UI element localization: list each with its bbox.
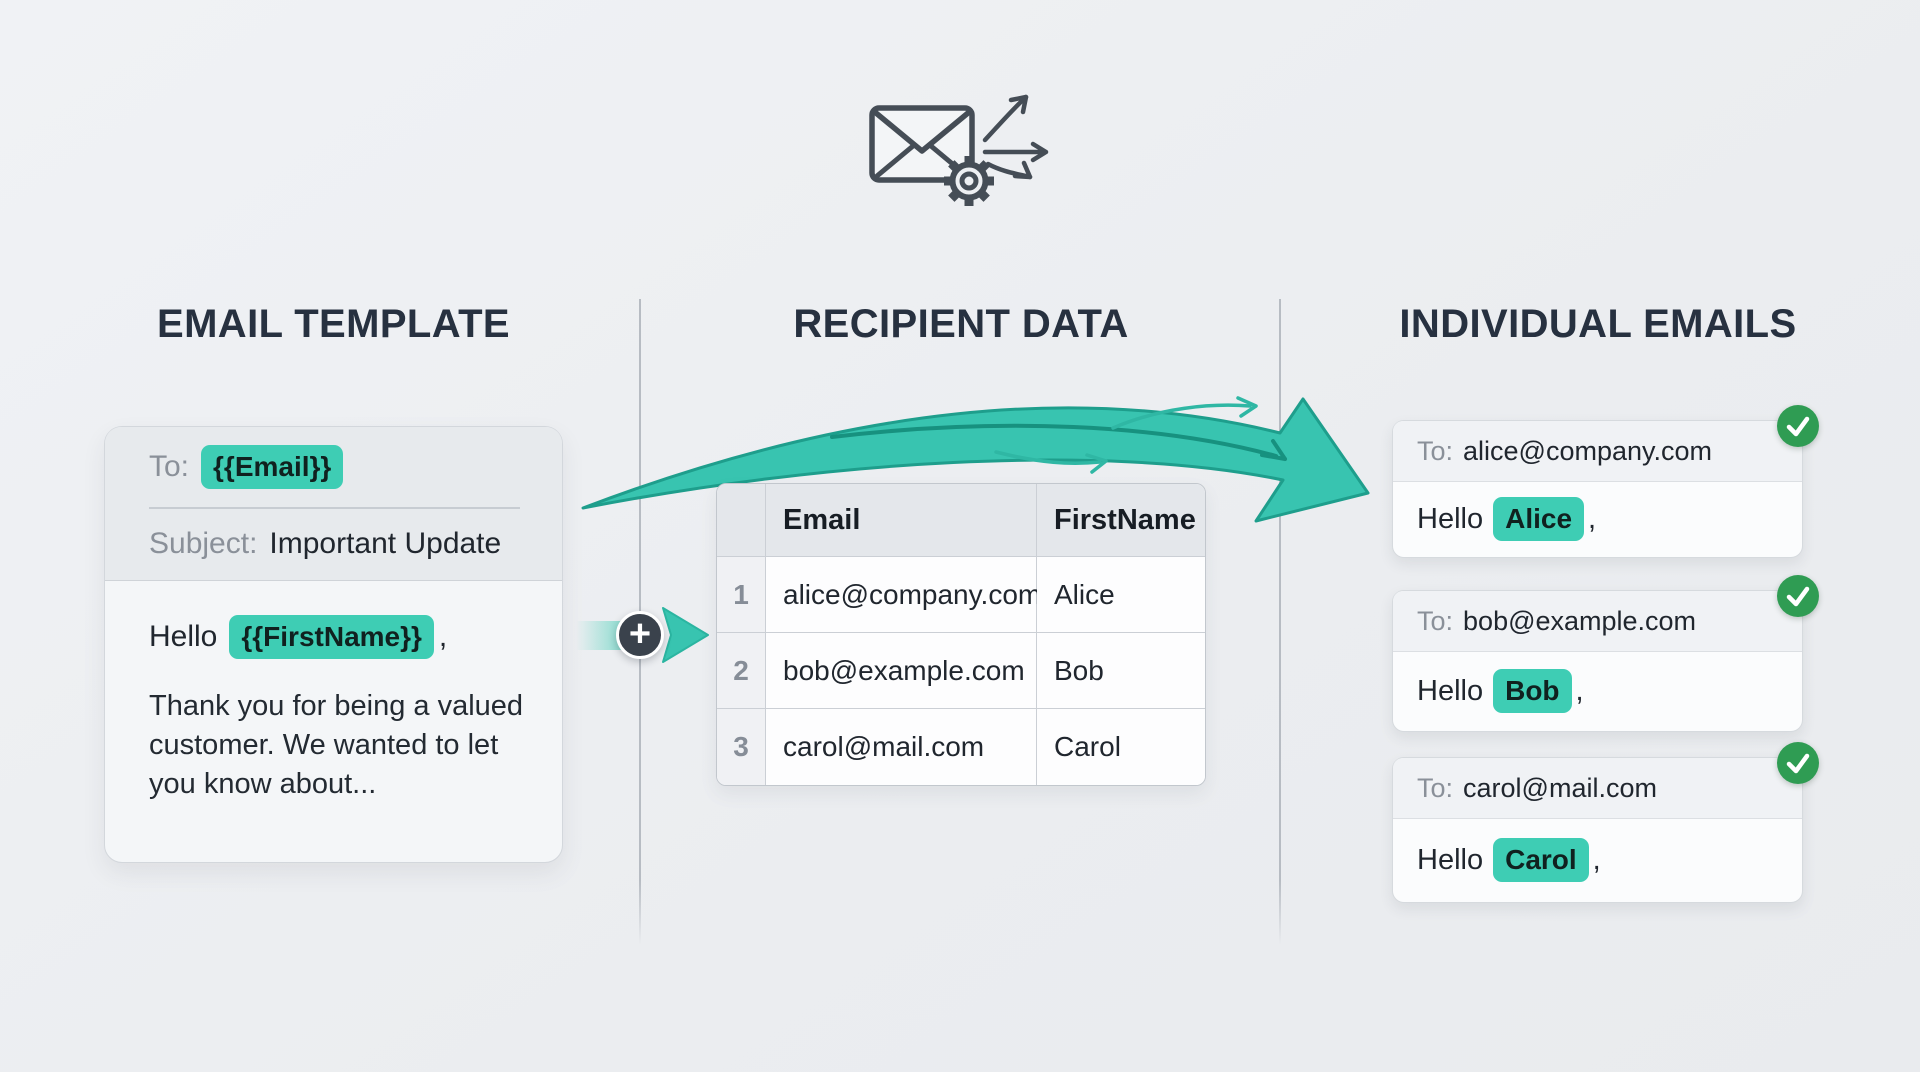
envelope-icon	[869, 105, 975, 183]
merge-connector-arrow-icon	[662, 607, 709, 663]
merged-name-chip: Alice	[1493, 497, 1585, 542]
check-icon	[1777, 742, 1819, 784]
template-section-heading: EMAIL TEMPLATE	[156, 302, 510, 346]
recipients-section-heading: RECIPIENT DATA	[793, 302, 1129, 346]
greeting-prefix: Hello	[1417, 674, 1484, 707]
inner-flow-arrow	[830, 423, 1287, 461]
row-number: 1	[717, 557, 766, 633]
table-cell-firstname: Alice	[1037, 557, 1205, 633]
table-cell-firstname: Bob	[1037, 633, 1205, 709]
recipient-address: alice@company.com	[1463, 435, 1713, 466]
table-cell-email: alice@company.com	[766, 557, 1041, 633]
individual-email-card: To: carol@mail.com Hello Carol ,	[1392, 742, 1819, 903]
to-label: To:	[149, 450, 190, 483]
accent-arrow-lower	[994, 450, 1108, 474]
column-divider-right	[1279, 299, 1281, 945]
to-label: To:	[1417, 435, 1454, 466]
subject-label: Subject:	[149, 527, 258, 560]
to-label: To:	[1417, 772, 1454, 803]
template-header-separator	[149, 507, 520, 509]
greeting-prefix: Hello	[149, 620, 218, 653]
row-number: 3	[717, 709, 766, 785]
recipient-data-table: Email FirstName 1 alice@company.com Alic…	[716, 483, 1206, 786]
template-body-text: Thank you for being a valued customer. W…	[149, 690, 524, 800]
firstname-placeholder-chip: {{FirstName}}	[229, 615, 434, 659]
to-label: To:	[1417, 605, 1454, 636]
merged-name-chip: Carol	[1493, 838, 1589, 883]
subject-value: Important Update	[269, 527, 502, 560]
merge-fade-tail	[576, 621, 623, 650]
greeting-suffix: ,	[1588, 502, 1597, 535]
check-icon	[1777, 575, 1819, 617]
table-header-firstname: FirstName	[1037, 484, 1205, 557]
check-icon	[1777, 405, 1819, 447]
greeting-prefix: Hello	[1417, 843, 1484, 876]
greeting-suffix: ,	[1592, 843, 1601, 876]
table-cell-email: carol@mail.com	[766, 709, 1037, 785]
accent-arrow-upper	[1111, 396, 1258, 430]
greeting-suffix: ,	[1575, 674, 1584, 707]
merged-name-chip: Bob	[1493, 669, 1572, 714]
recipient-address: bob@example.com	[1463, 605, 1697, 636]
row-number: 2	[717, 633, 766, 709]
individual-email-card: To: bob@example.com Hello Bob ,	[1392, 575, 1819, 732]
table-header-email: Email	[766, 484, 1037, 557]
greeting-prefix: Hello	[1417, 502, 1484, 535]
plus-icon: +	[616, 611, 664, 659]
greeting-suffix: ,	[438, 620, 448, 653]
template-card-body: Hello {{FirstName}} , Thank you for bein…	[105, 581, 562, 804]
emails-section-heading: INDIVIDUAL EMAILS	[1399, 302, 1797, 346]
fanout-arrows-icon	[982, 94, 1049, 180]
table-corner-cell	[717, 484, 766, 557]
template-card-header: To: {{Email}} Subject: Important Update	[105, 427, 562, 581]
email-template-card: To: {{Email}} Subject: Important Update …	[104, 426, 563, 863]
recipient-address: carol@mail.com	[1463, 772, 1657, 803]
individual-email-card: To: alice@company.com Hello Alice ,	[1392, 405, 1819, 558]
email-placeholder-chip: {{Email}}	[201, 445, 344, 489]
table-cell-email: bob@example.com	[766, 633, 1037, 709]
gear-icon	[944, 156, 994, 206]
table-cell-firstname: Carol	[1037, 709, 1205, 785]
